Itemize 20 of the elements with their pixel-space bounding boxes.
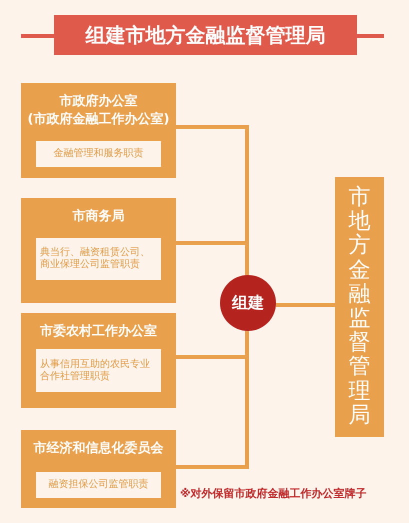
department-name: 市委农村工作办公室 xyxy=(40,323,157,341)
duty-box: 从事信用互助的农民专业合作社管理职责 xyxy=(36,349,161,392)
circle-label: 组建 xyxy=(232,292,264,314)
title-banner: 组建市地方金融监督管理局 xyxy=(54,15,357,55)
department-name: 市政府办公室 xyxy=(60,93,138,111)
duty-box: 典当行、融资租赁公司、商业保理公司监管职责 xyxy=(36,238,161,280)
duty-box: 金融管理和服务职责 xyxy=(36,141,161,167)
department-name: 市经济和信息化委员会 xyxy=(34,440,164,458)
agency-name: 市地方金融监督管理局 xyxy=(348,186,370,428)
department-name: 市商务局 xyxy=(72,208,124,226)
connector-line xyxy=(176,331,249,469)
agency-box xyxy=(335,177,384,437)
footnote: ※对外保留市政府金融工作办公室牌子 xyxy=(180,486,367,502)
duty-box: 融资担保公司监管职责 xyxy=(36,472,161,498)
department-name: (市政府金融工作办公室) xyxy=(28,110,170,128)
department-box xyxy=(21,313,176,408)
connector-line xyxy=(276,303,335,307)
department-box xyxy=(21,430,176,508)
department-box xyxy=(21,83,176,178)
department-box xyxy=(21,198,176,303)
